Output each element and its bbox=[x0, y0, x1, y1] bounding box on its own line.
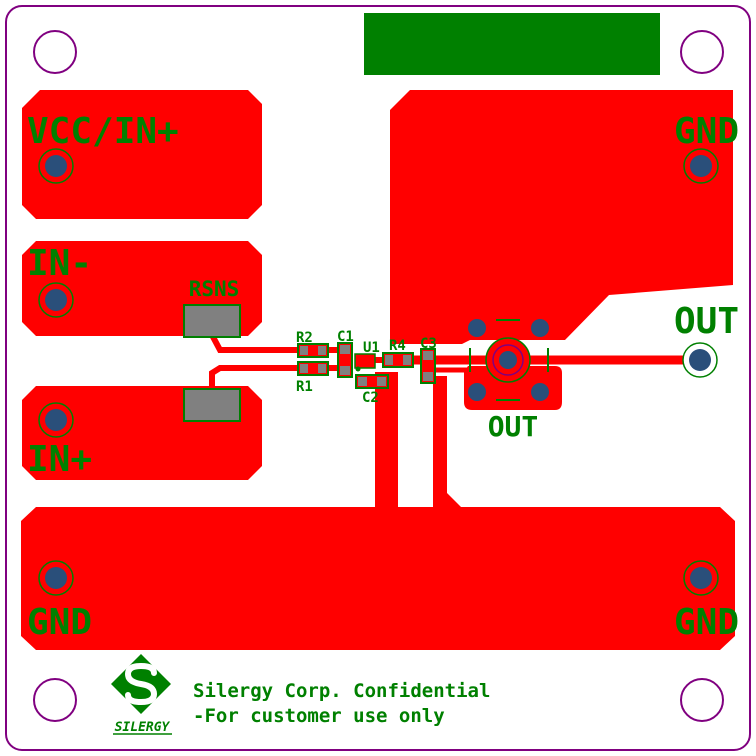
mounting-hole-bottom-left bbox=[33, 678, 77, 722]
copper-gnd-top bbox=[390, 90, 733, 344]
mounting-hole-bottom-right bbox=[680, 678, 724, 722]
component-r1 bbox=[297, 361, 329, 376]
label-in-plus: IN+ bbox=[27, 439, 92, 480]
label-gnd-bottom-right: GND bbox=[674, 602, 739, 643]
silergy-s-logo-icon bbox=[111, 654, 171, 714]
label-r1: R1 bbox=[296, 379, 313, 395]
silk-label-block bbox=[364, 13, 660, 75]
component-c2 bbox=[355, 374, 389, 389]
component-r2 bbox=[297, 343, 329, 358]
label-gnd-top-right: GND bbox=[674, 111, 739, 152]
via-gnd-top-right bbox=[683, 148, 719, 184]
footer-confidential: Silergy Corp. Confidential bbox=[193, 680, 490, 702]
trace-rsns-top bbox=[209, 333, 303, 353]
label-rsns: RSNS bbox=[189, 277, 240, 301]
rsns-pad-top bbox=[183, 304, 241, 338]
label-gnd-bottom-left: GND bbox=[27, 602, 92, 643]
component-u1 bbox=[354, 353, 376, 372]
rsns-pad-bottom bbox=[183, 388, 241, 422]
mounting-hole-top-left bbox=[33, 30, 77, 74]
via-vcc-in-plus bbox=[38, 148, 74, 184]
copper-vcc-in-plus bbox=[22, 90, 262, 219]
label-u1: U1 bbox=[363, 340, 380, 356]
via-out-right bbox=[682, 342, 718, 378]
out-connector bbox=[468, 319, 549, 401]
label-r4: R4 bbox=[389, 338, 406, 354]
label-out-right: OUT bbox=[674, 301, 739, 342]
trace-rsns-bottom bbox=[209, 365, 303, 388]
label-in-minus: IN- bbox=[27, 243, 92, 284]
mounting-hole-top-right bbox=[680, 30, 724, 74]
footer-customer-use: -For customer use only bbox=[193, 705, 445, 727]
component-r4 bbox=[382, 352, 414, 368]
label-c1: C1 bbox=[337, 329, 354, 345]
label-c2: C2 bbox=[362, 390, 379, 406]
copper-gnd-bottom bbox=[21, 372, 735, 650]
label-vcc-in-plus: VCC/IN+ bbox=[27, 111, 179, 152]
label-c3: C3 bbox=[420, 336, 437, 352]
label-r2: R2 bbox=[296, 330, 313, 346]
via-in-minus bbox=[38, 282, 74, 318]
component-c3 bbox=[420, 348, 436, 384]
via-gnd-bottom-right bbox=[683, 560, 719, 596]
component-c1 bbox=[337, 342, 353, 378]
via-in-plus bbox=[38, 402, 74, 438]
label-out-connector: OUT bbox=[488, 410, 539, 443]
via-gnd-bottom-left bbox=[38, 560, 74, 596]
silergy-logo-text: SILERGY bbox=[115, 720, 171, 735]
